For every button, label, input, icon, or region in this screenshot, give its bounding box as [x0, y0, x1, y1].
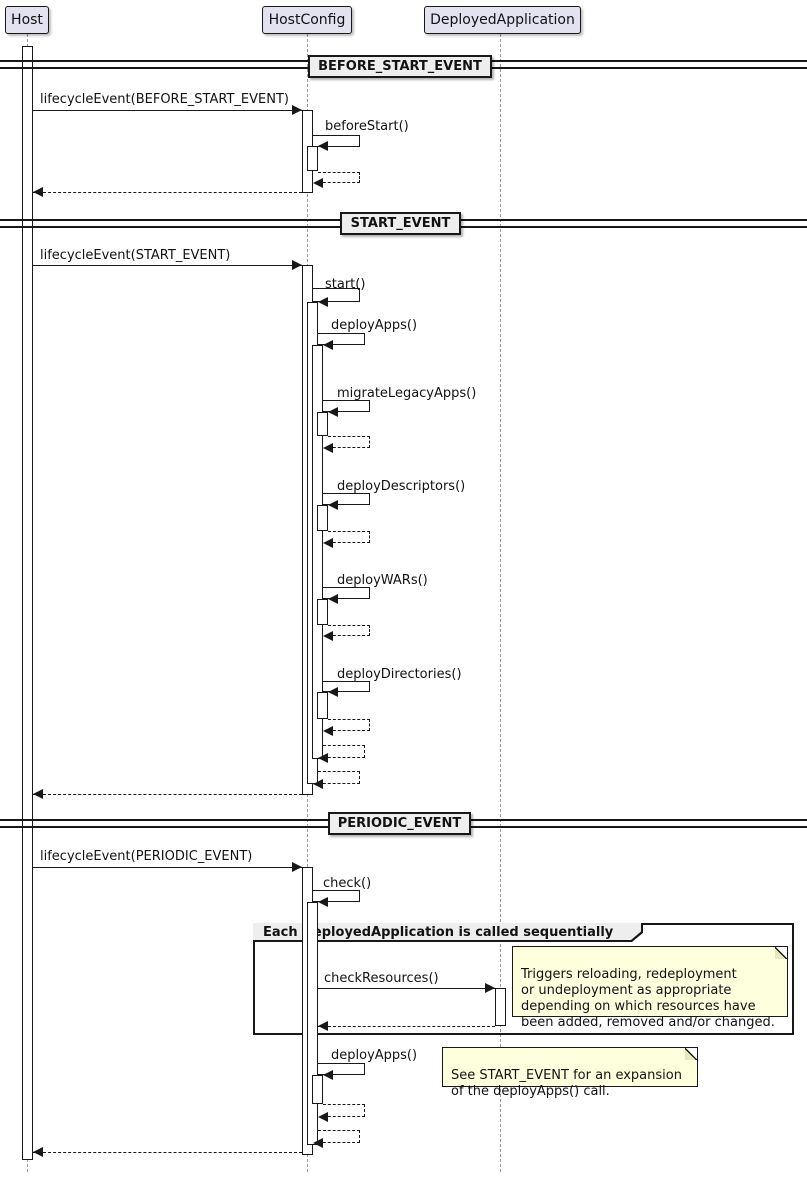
arrowhead-left-icon: [328, 407, 338, 417]
message-label-check-resources: checkResources(): [324, 971, 439, 986]
arrowhead-left-icon: [323, 443, 333, 453]
activation-deploy-descriptors: [317, 505, 328, 531]
selfcall-before-start: [313, 135, 360, 147]
message-label-deploy-directories: deployDirectories(): [337, 667, 462, 682]
arrowhead-left-icon: [318, 1112, 328, 1122]
arrowhead-left-icon: [33, 1147, 43, 1157]
activation-hostconfig-periodic-l2: [307, 902, 318, 1145]
participant-deployedapplication: DeployedApplication: [424, 6, 581, 34]
activation-deploy-directories: [317, 692, 328, 719]
selfreturn-deploy-apps-periodic: [323, 1104, 365, 1117]
message-label-migrate-legacy-apps: migrateLegacyApps(): [337, 386, 477, 401]
selfcall-deploy-wars: [323, 587, 370, 599]
message-label-deploy-apps-periodic: deployApps(): [331, 1048, 418, 1063]
arrowhead-left-icon: [328, 500, 338, 510]
arrowhead-left-icon: [323, 726, 333, 736]
arrowhead-left-icon: [33, 789, 43, 799]
message-label-deploy-wars: deployWARs(): [337, 573, 428, 588]
activation-periodic-deploy-apps: [312, 1075, 323, 1104]
arrowhead-left-icon: [328, 687, 338, 697]
participant-host: Host: [5, 6, 49, 34]
return-lifecycle-start: [33, 794, 302, 795]
divider-start-event: START_EVENT: [340, 212, 461, 235]
arrowhead-left-icon: [33, 187, 43, 197]
arrowhead-left-icon: [318, 141, 328, 151]
message-label-lifecycle-periodic: lifecycleEvent(PERIODIC_EVENT): [40, 849, 253, 864]
selfreturn-before-start: [318, 172, 360, 183]
selfreturn-deploy-descriptors: [328, 531, 370, 543]
arrowhead-left-icon: [318, 897, 328, 907]
message-label-lifecycle-start: lifecycleEvent(START_EVENT): [40, 248, 231, 263]
activation-deployedapplication: [495, 988, 506, 1026]
note-text: Triggers reloading, redeployment or unde…: [521, 967, 775, 1030]
activation-deploy-wars: [317, 599, 328, 625]
participant-hostconfig: HostConfig: [262, 6, 352, 34]
selfcall-check: [313, 890, 360, 902]
note-deploy-apps: See START_EVENT for an expansion of the …: [442, 1047, 698, 1099]
selfreturn-start: [318, 771, 360, 784]
note-text: See START_EVENT for an expansion of the …: [451, 1068, 682, 1099]
divider-label: PERIODIC_EVENT: [337, 816, 462, 831]
message-label-before-start: beforeStart(): [325, 119, 409, 134]
selfreturn-deploy-apps: [323, 745, 365, 758]
message-label-start: start(): [325, 277, 366, 292]
divider-before-start-event: BEFORE_START_EVENT: [308, 55, 492, 78]
arrowhead-left-icon: [318, 753, 328, 763]
group-label: Each DeployedApplication is called seque…: [263, 925, 614, 940]
arrow-lifecycle-periodic: [33, 867, 302, 868]
arrowhead-left-icon: [323, 1070, 333, 1080]
activation-migrate-legacy-apps: [317, 412, 328, 436]
arrowhead-left-icon: [328, 594, 338, 604]
participant-label: HostConfig: [268, 12, 346, 28]
arrowhead-left-icon: [313, 178, 323, 188]
arrowhead-left-icon: [323, 538, 333, 548]
selfreturn-deploy-wars: [328, 625, 370, 636]
selfcall-deploy-descriptors: [323, 493, 370, 505]
return-check-resources: [318, 1026, 495, 1027]
selfcall-migrate-legacy-apps: [323, 400, 370, 412]
arrowhead-right-icon: [292, 105, 302, 115]
selfreturn-deploy-directories: [328, 719, 370, 731]
note-check-resources: Triggers reloading, redeployment or unde…: [512, 946, 788, 1030]
arrowhead-left-icon: [318, 1021, 328, 1031]
activation-host: [22, 46, 33, 1160]
note-fold-icon: [685, 1048, 697, 1060]
arrowhead-right-icon: [485, 983, 495, 993]
selfreturn-migrate-legacy-apps: [328, 436, 370, 448]
participant-label: Host: [11, 12, 43, 28]
group-header: Each DeployedApplication is called seque…: [253, 923, 643, 942]
return-lifecycle-before: [33, 192, 302, 193]
arrow-check-resources: [318, 988, 495, 989]
arrow-lifecycle-before: [33, 110, 302, 111]
message-label-deploy-apps: deployApps(): [331, 318, 418, 333]
selfcall-deploy-directories: [323, 681, 370, 692]
arrow-lifecycle-start: [33, 265, 302, 266]
arrowhead-left-icon: [318, 297, 328, 307]
divider-label: BEFORE_START_EVENT: [318, 59, 482, 74]
activation-hostconfig-start-l3: [312, 345, 323, 759]
divider-label: START_EVENT: [350, 216, 451, 231]
selfcall-deploy-apps: [318, 333, 365, 345]
arrowhead-right-icon: [292, 862, 302, 872]
participant-label: DeployedApplication: [430, 12, 575, 28]
arrowhead-left-icon: [313, 779, 323, 789]
selfcall-start: [313, 288, 360, 302]
arrowhead-left-icon: [313, 1138, 323, 1148]
arrowhead-right-icon: [292, 260, 302, 270]
arrowhead-left-icon: [323, 631, 333, 641]
selfreturn-check: [318, 1130, 360, 1143]
divider-periodic-event: PERIODIC_EVENT: [328, 812, 471, 835]
message-label-check: check(): [323, 876, 372, 891]
selfcall-deploy-apps-periodic: [318, 1063, 365, 1075]
arrowhead-left-icon: [323, 340, 333, 350]
return-lifecycle-periodic: [33, 1152, 302, 1153]
activation-hostconfig-before-l2: [307, 146, 318, 171]
message-label-lifecycle-before: lifecycleEvent(BEFORE_START_EVENT): [40, 92, 289, 107]
group-header-fill: [253, 923, 641, 940]
note-fold-icon: [775, 947, 787, 959]
message-label-deploy-descriptors: deployDescriptors(): [337, 479, 466, 494]
lifeline-deployedapplication: [500, 34, 501, 1172]
